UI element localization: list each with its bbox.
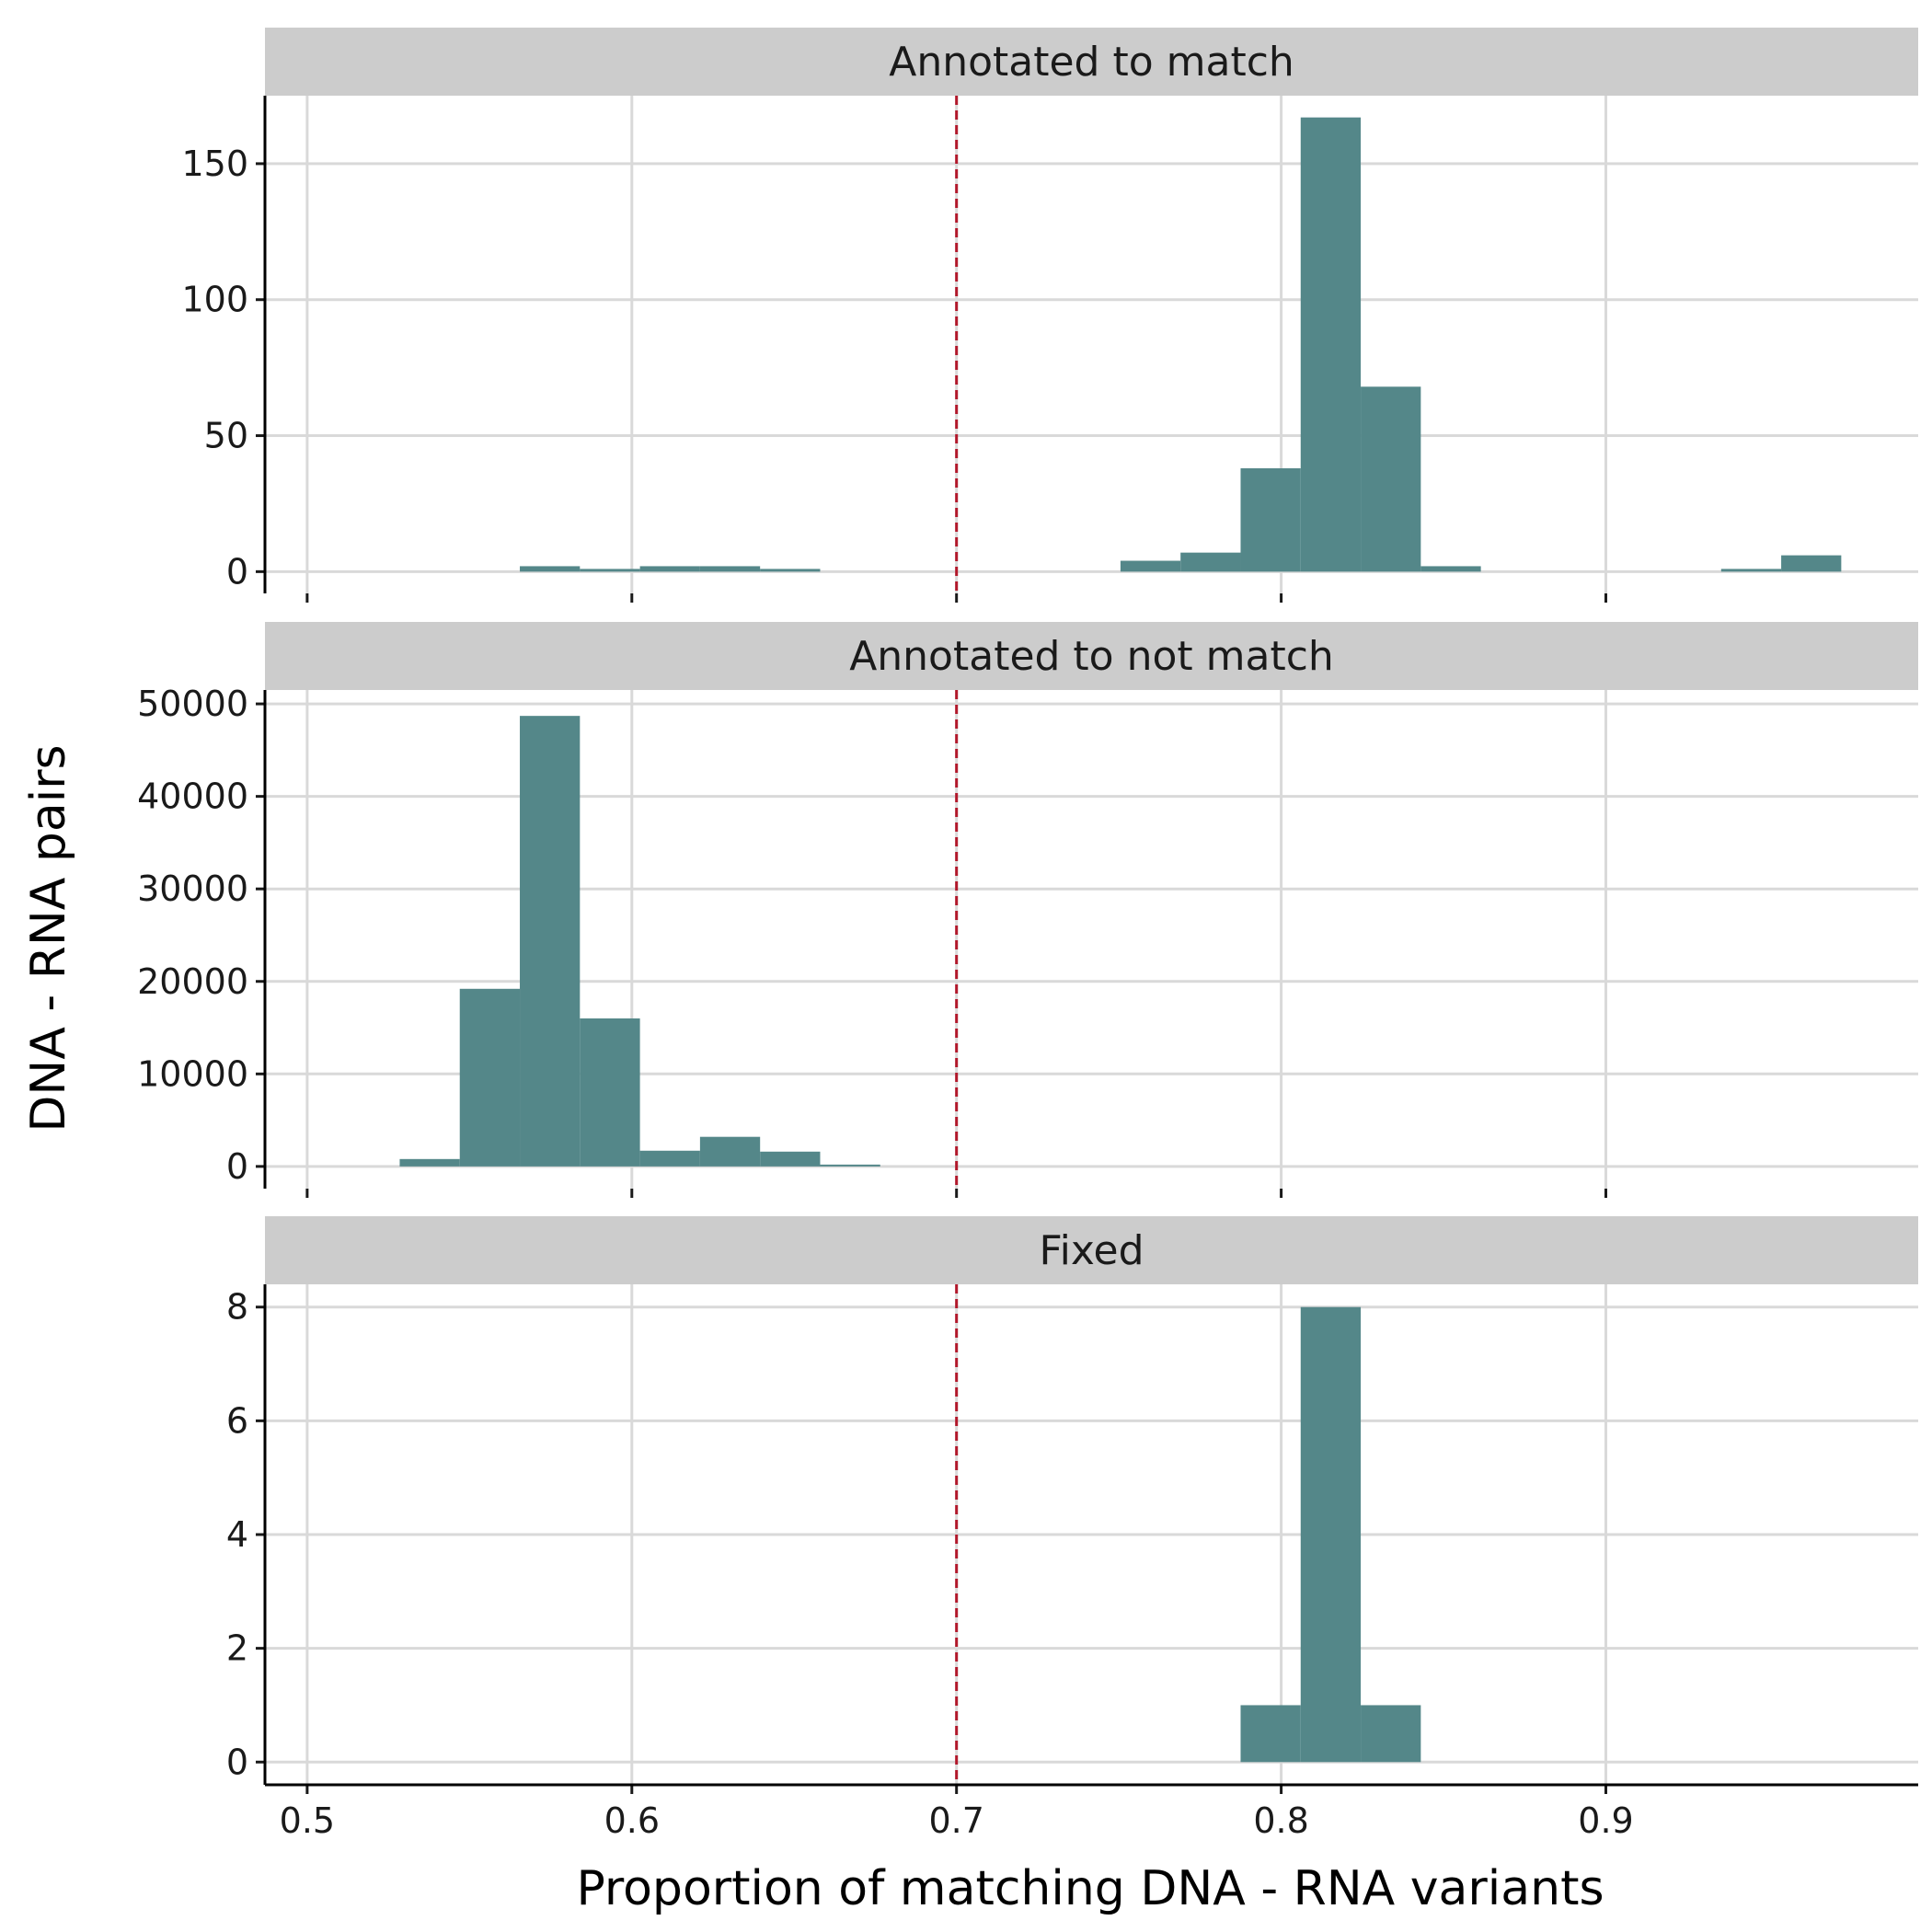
x-tick-label: 0.9 <box>1578 1800 1633 1841</box>
x-axis-title: Proportion of matching DNA - RNA variant… <box>576 1861 1604 1916</box>
facet-strip <box>265 28 1918 96</box>
histogram-bar <box>1300 117 1362 572</box>
histogram-bar <box>1120 560 1181 572</box>
histogram-bar <box>1300 1306 1362 1763</box>
y-tick-label: 40000 <box>137 776 248 817</box>
y-tick-label: 0 <box>226 551 248 592</box>
y-axis-title: DNA - RNA pairs <box>21 744 76 1132</box>
histogram-bar <box>699 566 761 572</box>
histogram-bar <box>520 716 581 1167</box>
histogram-bar <box>1720 569 1782 572</box>
histogram-bar <box>820 1164 880 1167</box>
facet-panel: Fixed 0 2 4 6 8 0.5 0.6 0.7 0.8 0.9 <box>226 1216 1918 1841</box>
histogram-bar <box>760 569 821 572</box>
y-tick-label: 0 <box>226 1146 248 1187</box>
y-tick-label: 6 <box>226 1400 248 1441</box>
x-tick-label: 0.5 <box>280 1800 335 1841</box>
y-tick-label: 20000 <box>137 961 248 1002</box>
histogram-bar <box>580 1018 640 1167</box>
y-tick-label: 8 <box>226 1287 248 1328</box>
y-tick-label: 50000 <box>137 684 248 724</box>
facet-title: Annotated to match <box>889 39 1294 86</box>
histogram-bar <box>1361 1705 1421 1763</box>
histogram-bar <box>1781 555 1842 572</box>
x-tick-label: 0.7 <box>928 1800 983 1841</box>
histogram-bar <box>1240 468 1301 572</box>
y-tick-label: 2 <box>226 1628 248 1669</box>
y-tick-label: 30000 <box>137 868 248 909</box>
x-tick-label: 0.6 <box>604 1800 660 1841</box>
histogram-bar <box>639 1150 700 1167</box>
histogram-bar <box>760 1151 821 1167</box>
y-tick-label: 150 <box>181 144 248 184</box>
y-tick-label: 50 <box>204 416 248 456</box>
y-tick-label: 0 <box>226 1742 248 1782</box>
facet-panel: Annotated to match 0 50 100 150 <box>181 28 1918 603</box>
histogram-bar <box>1240 1705 1301 1763</box>
facet-strip <box>265 1216 1918 1284</box>
histogram-bar <box>580 569 640 572</box>
histogram-bar <box>1361 386 1421 572</box>
histogram-bar <box>459 988 521 1167</box>
facet-title: Annotated to not match <box>849 633 1334 680</box>
histogram-bar <box>520 566 581 572</box>
histogram-bar <box>399 1158 460 1167</box>
y-tick-label: 10000 <box>137 1053 248 1094</box>
facet-panel: Annotated to not match 0 10000 20000 30000 40… <box>137 622 1918 1198</box>
histogram-bar <box>639 566 700 572</box>
facet-title: Fixed <box>1039 1227 1144 1274</box>
facet-strip <box>265 622 1918 690</box>
x-tick-label: 0.8 <box>1253 1800 1308 1841</box>
histogram-bar <box>699 1136 761 1167</box>
histogram-bar <box>1420 566 1481 572</box>
y-tick-label: 4 <box>226 1514 248 1555</box>
y-tick-label: 100 <box>181 280 248 320</box>
histogram-bar <box>1180 552 1241 572</box>
